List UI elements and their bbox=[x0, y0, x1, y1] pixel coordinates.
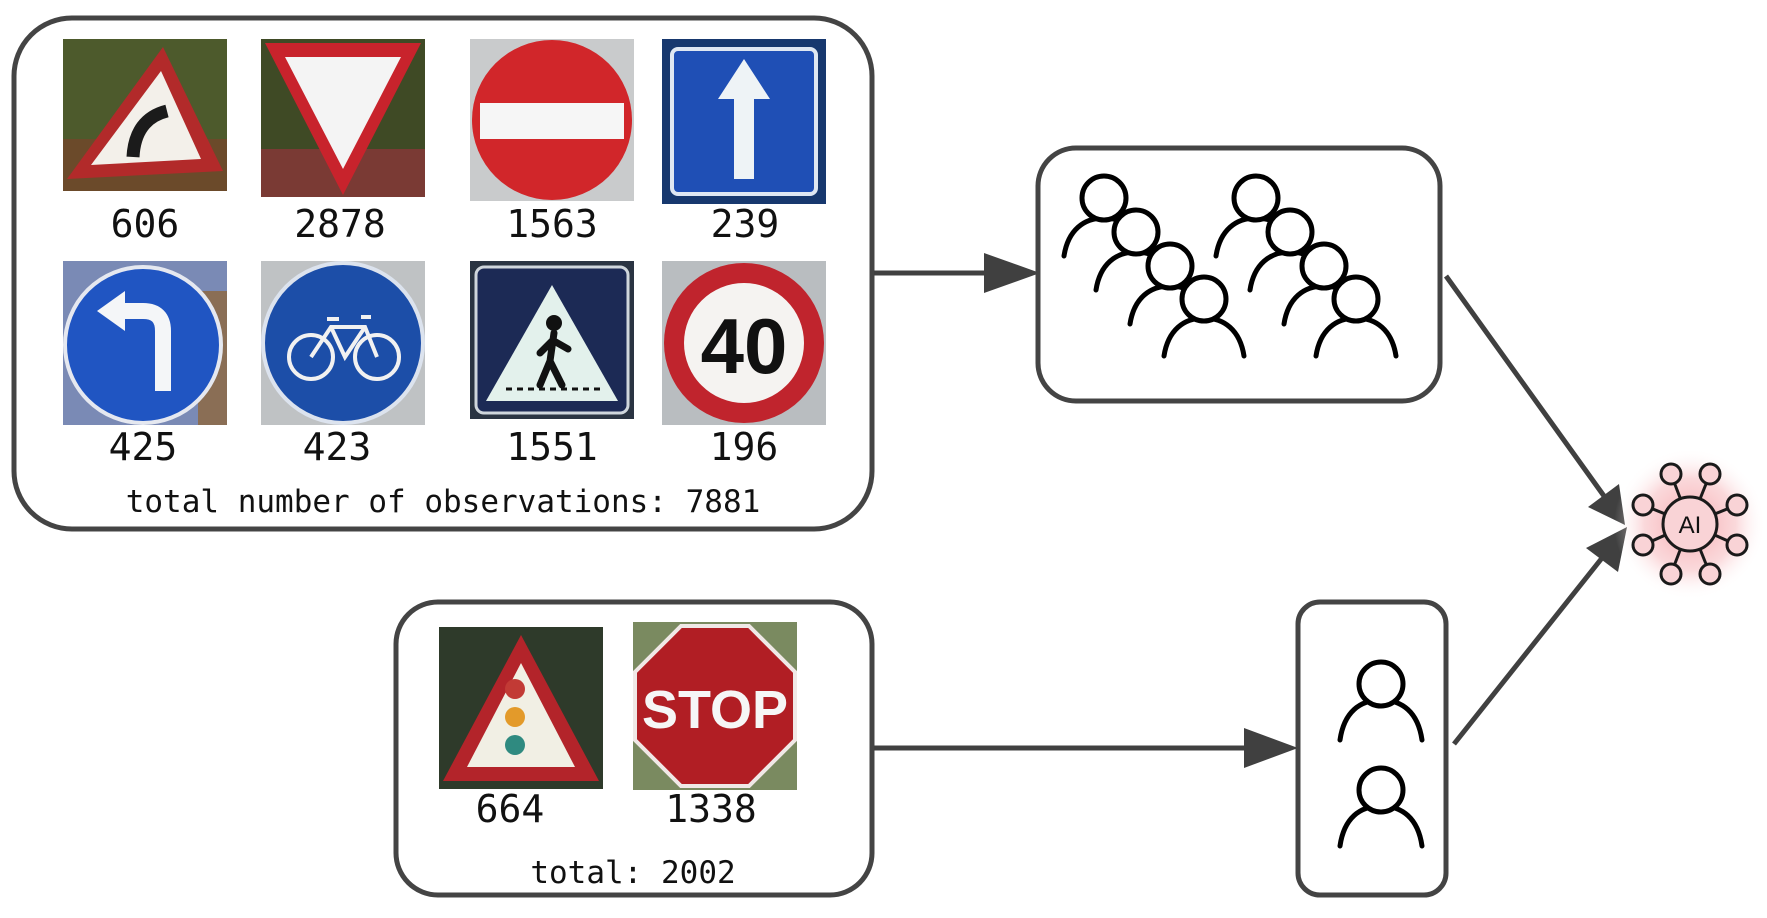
stop-sign-text: STOP bbox=[642, 680, 788, 740]
person-icon bbox=[1313, 274, 1399, 359]
sign-count: 1551 bbox=[506, 425, 598, 469]
bottom-sign-group: 664 STOP 1338 total: 2002 bbox=[393, 599, 875, 898]
person-icon bbox=[1337, 765, 1425, 849]
sign-count: 664 bbox=[476, 787, 545, 831]
person-icon bbox=[1337, 659, 1425, 743]
one-way-sign-icon bbox=[662, 39, 826, 204]
bicycle-path-sign-icon bbox=[261, 261, 425, 425]
sign-count: 1563 bbox=[506, 202, 598, 246]
sign-count: 2878 bbox=[294, 202, 386, 246]
ai-label: AI bbox=[1679, 512, 1702, 539]
traffic-light-warning-sign-icon bbox=[439, 627, 603, 789]
sign-count: 196 bbox=[710, 425, 779, 469]
person-icon bbox=[1161, 274, 1247, 359]
pedestrian-crossing-sign-icon bbox=[470, 261, 634, 419]
arrow-crowd-to-ai bbox=[1443, 274, 1625, 525]
ai-node-icon: AI bbox=[1614, 448, 1766, 600]
sign-count: 606 bbox=[111, 202, 180, 246]
large-annotator-group bbox=[1035, 145, 1443, 404]
top-sign-group: 606 2878 1563 239 bbox=[11, 15, 875, 532]
arrow-bottom-to-pair bbox=[874, 728, 1298, 768]
no-entry-sign-icon bbox=[470, 39, 634, 201]
arrow-top-to-crowd bbox=[874, 253, 1040, 293]
top-group-box bbox=[11, 15, 875, 532]
sign-count: 423 bbox=[303, 425, 372, 469]
sign-count: 425 bbox=[109, 425, 178, 469]
speed-limit-value: 40 bbox=[701, 302, 788, 390]
curve-right-warning-sign-icon bbox=[63, 39, 227, 191]
bottom-group-total: total: 2002 bbox=[530, 855, 735, 891]
stop-sign-icon: STOP bbox=[633, 622, 797, 790]
turn-left-sign-icon bbox=[63, 261, 227, 425]
yield-sign-icon bbox=[261, 39, 425, 197]
arrow-pair-to-ai bbox=[1452, 527, 1627, 746]
speed-limit-40-sign-icon: 40 bbox=[662, 261, 826, 425]
top-group-total: total number of observations: 7881 bbox=[126, 484, 761, 520]
sign-count: 239 bbox=[711, 202, 780, 246]
pair-box bbox=[1295, 599, 1449, 898]
sign-count: 1338 bbox=[665, 787, 757, 831]
small-annotator-group bbox=[1295, 599, 1449, 898]
